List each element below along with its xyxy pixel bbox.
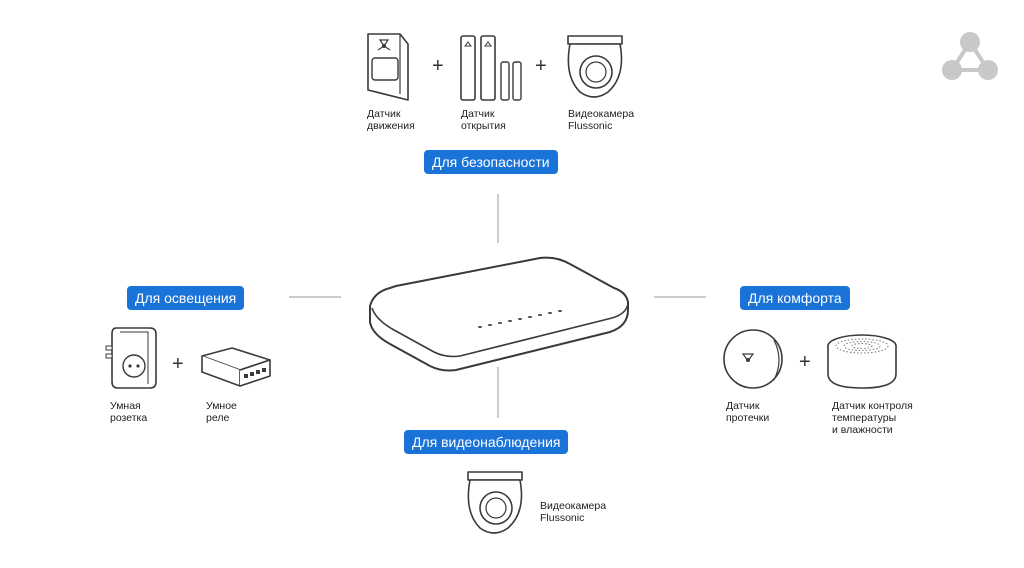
smart-hub-icon <box>360 246 640 380</box>
plus-sign: + <box>432 55 444 77</box>
caption-smart-plug: Умная розетка <box>110 400 148 424</box>
climate-sensor-icon <box>824 332 900 392</box>
category-video: Для видеонаблюдения <box>404 430 569 454</box>
caption-climate-sensor: Датчик контроля температуры и влажности <box>832 400 913 436</box>
plus-sign: + <box>535 55 547 77</box>
dome-camera-icon <box>460 466 530 538</box>
plus-sign: + <box>799 351 811 373</box>
caption-smart-relay: Умное реле <box>206 400 237 424</box>
smart-relay-icon <box>196 346 276 392</box>
smart-plug-icon <box>104 322 162 392</box>
caption-motion-sensor: Датчик движения <box>367 108 415 132</box>
leak-sensor-icon <box>720 326 786 392</box>
caption-leak-sensor: Датчик протечки <box>726 400 770 424</box>
network-logo-icon <box>940 30 1000 82</box>
motion-sensor-icon <box>360 30 416 104</box>
caption-camera-bottom: Видеокамера Flussonic <box>540 500 607 524</box>
category-lighting: Для освещения <box>127 286 245 310</box>
category-comfort: Для комфорта <box>740 286 850 310</box>
dome-camera-icon <box>560 30 630 102</box>
caption-door-sensor: Датчик открытия <box>461 108 506 132</box>
plus-sign: + <box>172 353 184 375</box>
door-sensor-icon <box>457 32 523 102</box>
category-security: Для безопасности <box>424 150 558 174</box>
caption-camera-top: Видеокамера Flussonic <box>568 108 635 132</box>
